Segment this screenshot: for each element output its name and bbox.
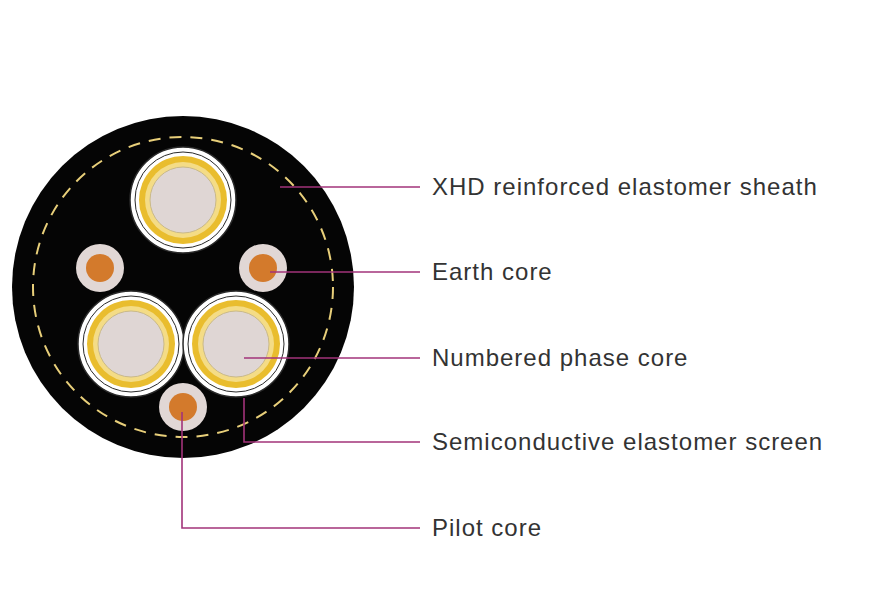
dashed-reinforcement bbox=[33, 137, 333, 437]
callout-label: XHD reinforced elastomer sheath bbox=[432, 173, 818, 201]
phase-core bbox=[183, 291, 289, 397]
leader-line bbox=[280, 186, 420, 188]
phase-core bbox=[130, 147, 236, 253]
callout-label: Earth core bbox=[432, 258, 553, 286]
outer-sheath bbox=[12, 116, 354, 458]
leader-line bbox=[270, 271, 420, 273]
earth-core bbox=[76, 244, 124, 292]
callout-label: Numbered phase core bbox=[432, 344, 688, 372]
callout-label: Semiconductive elastomer screen bbox=[432, 428, 823, 456]
earth-core bbox=[239, 244, 287, 292]
pilot-core bbox=[159, 383, 207, 431]
phase-core bbox=[78, 291, 184, 397]
leader-line bbox=[244, 357, 420, 359]
leader-lines bbox=[182, 187, 420, 528]
callout-label: Pilot core bbox=[432, 514, 542, 542]
leader-line bbox=[182, 412, 420, 528]
leader-line bbox=[244, 398, 420, 442]
